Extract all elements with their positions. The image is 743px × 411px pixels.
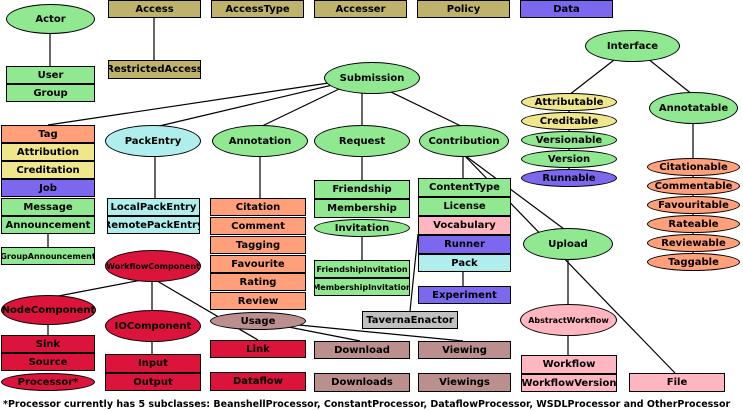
friendship-invitation-node: FriendshipInvitation (314, 260, 410, 278)
downloads-node: Downloads (314, 373, 410, 392)
user-node: User (6, 66, 95, 84)
membership-invitation-node: MembershipInvitation (314, 278, 410, 296)
group-node: Group (6, 84, 95, 102)
workflow-node: Workflow (521, 355, 617, 374)
sink-node: Sink (1, 335, 95, 353)
viewing-node: Viewing (418, 341, 511, 359)
actor-node: Actor (6, 4, 95, 34)
message-node: Message (1, 198, 95, 216)
favouritable-node: Favouritable (647, 196, 740, 214)
favourite-node: Favourite (210, 255, 306, 273)
local-pack-entry-node: LocalPackEntry (107, 198, 200, 216)
license-node: License (418, 197, 511, 216)
attributable-node: Attributable (521, 93, 617, 111)
vocabulary-node: Vocabulary (418, 216, 511, 235)
access-type-node: AccessType (211, 0, 304, 18)
group-announcement-node: GroupAnnouncement (1, 247, 95, 265)
io-component-node: IOComponent (105, 310, 201, 342)
membership-node: Membership (314, 199, 410, 218)
pack-entry-node: PackEntry (105, 125, 201, 157)
job-node: Job (1, 179, 95, 197)
commentable-node: Commentable (647, 177, 740, 195)
processor-footnote: *Processor currently has 5 subclasses: B… (3, 399, 731, 410)
annotatable-node: Annotatable (649, 92, 738, 124)
version-node: Version (521, 150, 617, 168)
submission-node: Submission (324, 62, 420, 94)
creditable-node: Creditable (521, 112, 617, 130)
invitation-node: Invitation (314, 219, 410, 237)
workflow-version-node: WorkflowVersion (521, 374, 617, 392)
file-node: File (629, 373, 725, 392)
remote-pack-entry-node: RemotePackEntry (107, 216, 200, 234)
policy-node: Policy (417, 0, 510, 18)
runner-node: Runner (418, 235, 511, 254)
creditation-node: Creditation (1, 161, 95, 179)
taggable-node: Taggable (647, 253, 740, 271)
citationable-node: Citationable (647, 158, 740, 176)
rateable-node: Rateable (647, 215, 740, 233)
reviewable-node: Reviewable (647, 234, 740, 252)
input-node: Input (105, 354, 201, 373)
versionable-node: Versionable (521, 131, 617, 149)
content-type-node: ContentType (418, 178, 511, 197)
viewings-node: Viewings (418, 373, 511, 392)
interface-node: Interface (585, 30, 680, 62)
annotation-node: Annotation (212, 125, 308, 157)
accesser-node: Accesser (314, 0, 407, 18)
pack-node: Pack (418, 254, 511, 272)
citation-node: Citation (210, 198, 306, 216)
output-node: Output (105, 373, 201, 391)
review-node: Review (210, 292, 306, 310)
rating-node: Rating (210, 273, 306, 291)
attribution-node: Attribution (1, 143, 95, 161)
announcement-node: Announcement (1, 216, 95, 234)
experiment-node: Experiment (418, 286, 511, 304)
contribution-node: Contribution (419, 125, 509, 157)
abstract-workflow-node: AbstractWorkflow (520, 304, 617, 336)
restricted-access-node: RestrictedAccess (108, 60, 201, 79)
source-node: Source (1, 353, 95, 371)
friendship-node: Friendship (314, 180, 410, 199)
processor-node: Processor* (1, 373, 95, 391)
download-node: Download (314, 341, 410, 359)
link-node: Link (210, 340, 306, 358)
access-node: Access (108, 0, 201, 18)
data-node: Data (520, 0, 613, 18)
tag-node: Tag (1, 125, 95, 143)
dataflow-node: Dataflow (210, 372, 306, 391)
usage-node: Usage (210, 312, 306, 330)
node-component-node: NodeComponent (1, 295, 96, 325)
taverna-enactor-node: TavernaEnactor (362, 311, 458, 329)
upload-node: Upload (523, 228, 613, 260)
request-node: Request (314, 125, 410, 157)
runnable-node: Runnable (521, 169, 617, 187)
tagging-node: Tagging (210, 236, 306, 254)
comment-node: Comment (210, 217, 306, 235)
workflow-component-node: WorkflowComponent (105, 250, 201, 282)
